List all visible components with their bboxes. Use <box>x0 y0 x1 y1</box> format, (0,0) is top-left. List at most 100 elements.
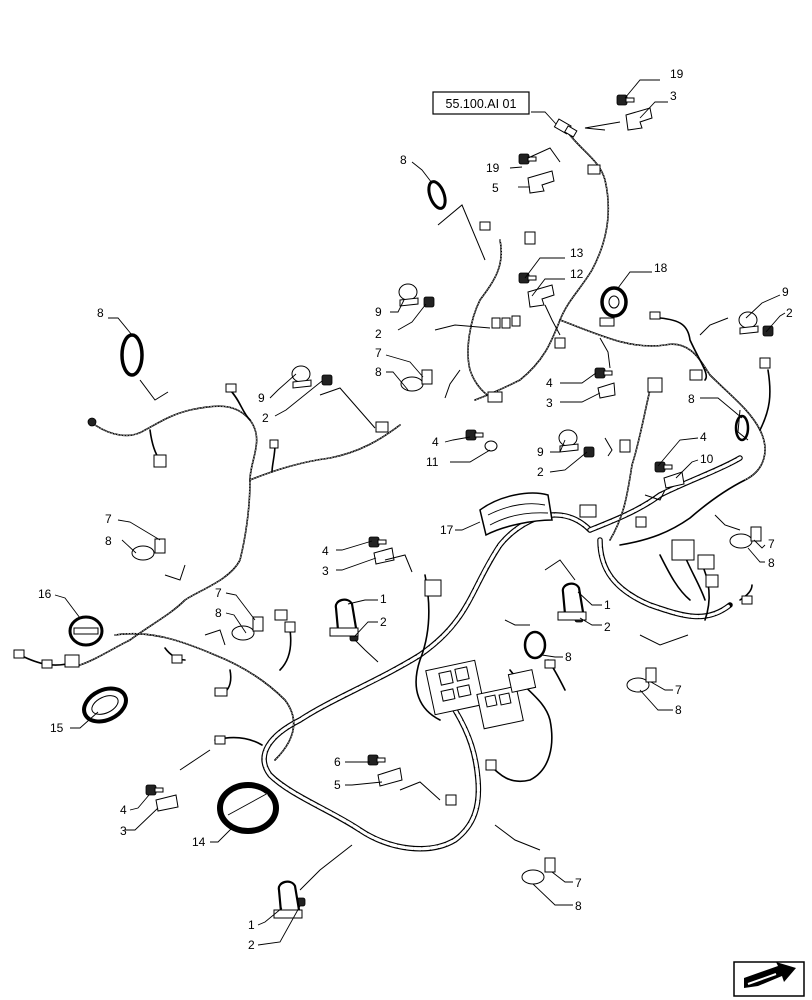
callout-label: 14 <box>192 835 206 849</box>
loose-parts <box>68 94 774 919</box>
grommet-icon <box>734 414 750 442</box>
clip-icon <box>558 429 579 453</box>
bracket-icon <box>663 471 685 489</box>
callout-label: 4 <box>700 430 707 444</box>
callout-label: 4 <box>120 803 127 817</box>
loop-bracket-icon <box>273 880 303 919</box>
callout-label: 9 <box>537 445 544 459</box>
screw-icon <box>368 536 387 548</box>
callout-label: 9 <box>258 391 265 405</box>
callout-label: 5 <box>334 778 341 792</box>
callout-label: 2 <box>375 327 382 341</box>
callout-label: 12 <box>570 267 584 281</box>
callout-label: 7 <box>105 512 112 526</box>
callout-label: 19 <box>670 67 684 81</box>
callout-label: 6 <box>334 755 341 769</box>
bracket-icon <box>527 284 555 308</box>
callout-label: 3 <box>322 564 329 578</box>
callout-label: 19 <box>486 161 500 175</box>
split-clip-icon <box>82 686 128 724</box>
orientation-arrow-icon[interactable] <box>733 961 805 997</box>
callout-label: 13 <box>570 246 584 260</box>
callout-label: 2 <box>380 615 387 629</box>
screw-icon <box>518 153 537 165</box>
bracket-icon <box>155 794 179 812</box>
callout-label: 8 <box>97 306 104 320</box>
callout-label: 8 <box>400 153 407 167</box>
cable-tie-icon <box>131 538 166 561</box>
screw-icon <box>594 367 613 379</box>
fuse-relay-module <box>425 659 537 730</box>
placement-chevrons <box>139 121 749 891</box>
callout-label: 3 <box>546 396 553 410</box>
callout-label: 10 <box>700 452 714 466</box>
callout-label: 1 <box>604 598 611 612</box>
bracket-icon <box>597 382 616 399</box>
screw-icon <box>762 325 774 337</box>
bracket-icon <box>373 547 395 565</box>
callout-label: 2 <box>786 306 793 320</box>
callout-label: 15 <box>50 721 64 735</box>
callout-label: 2 <box>248 938 255 952</box>
callout-label: 7 <box>575 876 582 890</box>
screw-icon <box>321 374 333 386</box>
callout-label: 8 <box>565 650 572 664</box>
callout-label: 2 <box>604 620 611 634</box>
screw-icon <box>145 784 164 796</box>
cable-tie-icon <box>626 667 657 693</box>
cable-tie-icon <box>729 526 762 549</box>
screw-icon <box>654 461 673 473</box>
callout-label: 8 <box>575 899 582 913</box>
sleeve-icon <box>479 492 553 537</box>
screw-icon <box>465 429 484 441</box>
secondary-wires <box>19 129 771 783</box>
cable-tie-icon <box>231 616 264 641</box>
callout-label: 4 <box>322 544 329 558</box>
callout-label: 7 <box>375 346 382 360</box>
callout-label: 7 <box>675 683 682 697</box>
callout-label: 4 <box>432 435 439 449</box>
callout-label: 2 <box>537 465 544 479</box>
bracket-icon <box>527 170 555 194</box>
cable-tie-icon <box>521 857 556 885</box>
callout-label: 3 <box>670 89 677 103</box>
main-harness <box>261 455 743 852</box>
loop-bracket-icon <box>329 598 359 637</box>
clip-icon <box>291 365 312 389</box>
callout-label: 8 <box>768 556 775 570</box>
grommet-icon <box>427 180 447 210</box>
leader-lines <box>54 79 786 946</box>
callout-label: 5 <box>492 181 499 195</box>
callout-label: 8 <box>215 606 222 620</box>
callout-label: 9 <box>782 285 789 299</box>
split-clip-icon <box>68 615 104 647</box>
callout-label: 1 <box>380 592 387 606</box>
callout-label: 2 <box>262 411 269 425</box>
connectors <box>13 118 771 806</box>
screw-icon <box>423 296 435 308</box>
callout-label: 7 <box>215 586 222 600</box>
callout-label: 8 <box>688 392 695 406</box>
callout-label: 8 <box>105 534 112 548</box>
split-clip-icon <box>217 782 279 834</box>
screw-icon <box>367 754 386 766</box>
grommet-icon <box>600 286 628 318</box>
callout-label: 16 <box>38 587 52 601</box>
reference-box[interactable]: 55.100.AI 01 <box>432 91 530 115</box>
bracket-icon <box>377 767 403 787</box>
callout-label: 8 <box>675 703 682 717</box>
grommet-icon <box>120 333 144 377</box>
screw-icon <box>583 446 595 458</box>
callout-label: 7 <box>768 537 775 551</box>
callout-label: 8 <box>375 365 382 379</box>
grommet-icon <box>484 440 498 452</box>
callout-label: 1 <box>248 918 255 932</box>
callout-label: 18 <box>654 261 668 275</box>
callout-labels: 19 3 19 5 8 13 12 18 9 2 9 2 8 7 8 4 3 9… <box>38 67 793 952</box>
clip-icon <box>738 311 759 335</box>
clip-icon <box>398 283 419 307</box>
callout-label: 17 <box>440 523 454 537</box>
loop-bracket-icon <box>557 582 587 621</box>
reference-box-label: 55.100.AI 01 <box>446 97 517 111</box>
